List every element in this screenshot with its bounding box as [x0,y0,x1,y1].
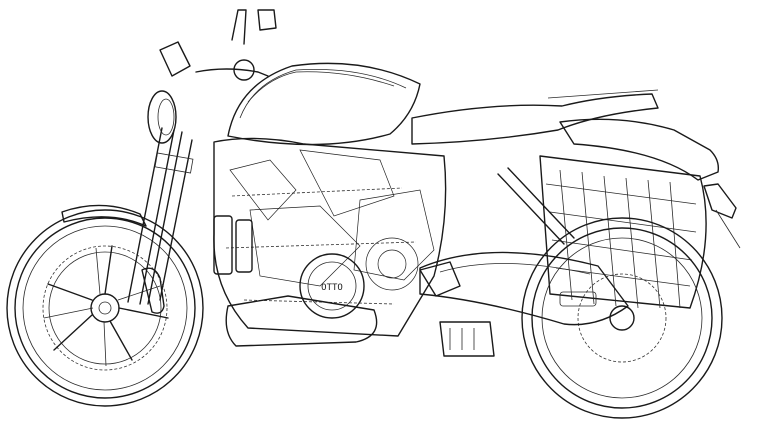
engine [213,137,447,337]
swingarm [419,251,629,326]
headlight [147,90,177,144]
engine-cover-label: OTTO [321,283,343,293]
rear-shock [497,167,575,245]
footpeg-bracket [419,261,461,297]
seat [411,89,659,145]
engine-cover: OTTO [299,253,365,319]
front-brake-caliper [141,267,165,314]
fuel-tank [227,62,421,146]
exhaust [439,321,495,357]
belly-pan [225,295,378,347]
front-wheel [6,209,204,407]
rear-wheel [521,217,723,419]
tail-section [559,118,741,249]
radiator-panels [213,215,253,275]
front-fork [127,127,194,305]
front-fender [61,204,147,227]
saddlebag-rack [539,155,707,309]
handlebar-mirrors [159,9,277,81]
